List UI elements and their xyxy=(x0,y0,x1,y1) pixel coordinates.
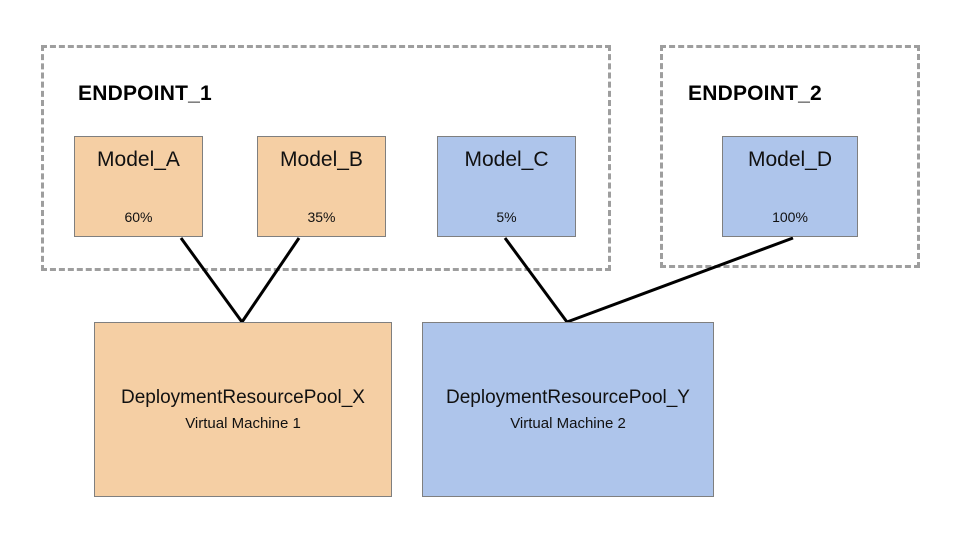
group-label-endpoint-2: ENDPOINT_2 xyxy=(688,82,822,105)
node-model-c-name: Model_C xyxy=(464,148,549,171)
node-pool-y-subtitle: Virtual Machine 2 xyxy=(510,415,626,432)
node-model-a-percent: 60% xyxy=(124,209,153,225)
node-pool-x-name: DeploymentResourcePool_X xyxy=(121,387,365,408)
group-endpoint-1 xyxy=(41,45,611,271)
node-model-c[interactable]: Model_C 5% xyxy=(437,136,576,237)
node-pool-y-name: DeploymentResourcePool_Y xyxy=(446,387,690,408)
node-model-b[interactable]: Model_B 35% xyxy=(257,136,386,237)
node-model-c-percent: 5% xyxy=(496,209,517,225)
node-model-d[interactable]: Model_D 100% xyxy=(722,136,858,237)
node-model-a[interactable]: Model_A 60% xyxy=(74,136,203,237)
node-model-d-name: Model_D xyxy=(747,148,833,171)
node-model-b-percent: 35% xyxy=(307,209,336,225)
node-model-b-name: Model_B xyxy=(280,148,363,171)
node-model-d-percent: 100% xyxy=(772,209,808,225)
node-pool-x[interactable]: DeploymentResourcePool_X Virtual Machine… xyxy=(94,322,392,497)
node-model-a-name: Model_A xyxy=(97,148,180,171)
group-label-endpoint-1: ENDPOINT_1 xyxy=(78,82,212,105)
node-pool-y[interactable]: DeploymentResourcePool_Y Virtual Machine… xyxy=(422,322,714,497)
node-pool-x-subtitle: Virtual Machine 1 xyxy=(185,415,301,432)
